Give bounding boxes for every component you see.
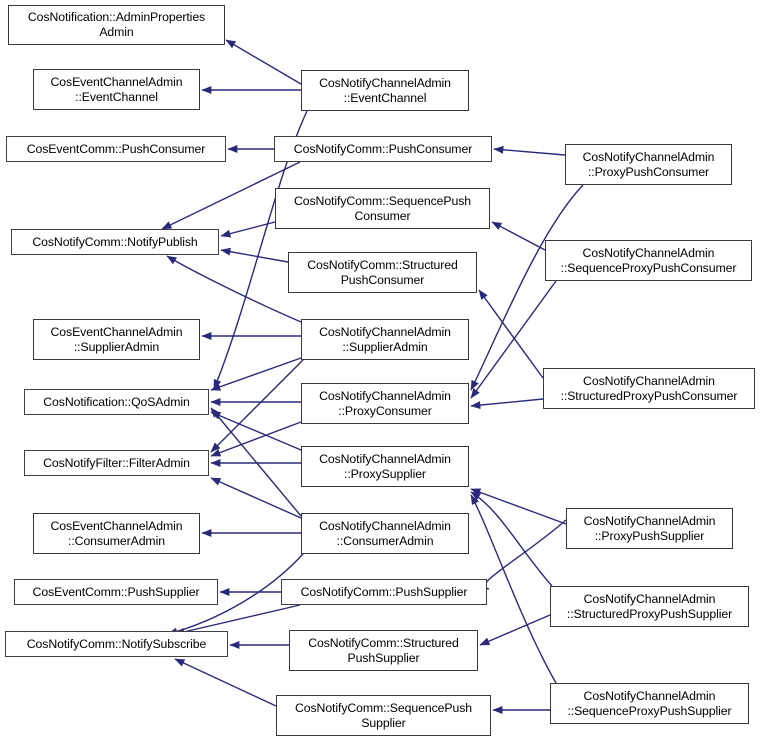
class-node-label: CosNotifyChannelAdmin ::EventChannel <box>319 75 451 105</box>
class-node-cna_structured_proxy_push_supplier[interactable]: CosNotifyChannelAdmin ::StructuredProxyP… <box>550 586 749 627</box>
class-node-cna_proxy_push_consumer[interactable]: CosNotifyChannelAdmin ::ProxyPushConsume… <box>565 144 732 185</box>
edge-cnc-structpushconsumer-to-notifypublish <box>220 247 289 263</box>
class-node-label: CosNotifyChannelAdmin ::StructuredProxyP… <box>566 591 733 621</box>
edge-cnc-seqpushsupplier-to-notifysubscribe <box>174 658 277 707</box>
edge-cna-structproxypushsupplier-to-cnc-structpushsupplier <box>479 614 551 646</box>
class-node-cnc_notify_publish[interactable]: CosNotifyComm::NotifyPublish <box>11 229 219 255</box>
class-node-cna_proxy_push_supplier[interactable]: CosNotifyChannelAdmin ::ProxyPushSupplie… <box>566 508 733 549</box>
class-node-label: CosNotifyComm::NotifySubscribe <box>26 636 207 651</box>
class-node-label: CosNotifyComm::Structured PushSupplier <box>308 635 459 665</box>
class-node-label: CosEventComm::PushSupplier <box>32 584 200 599</box>
class-node-cnc_sequence_push_supplier[interactable]: CosNotifyComm::SequencePush Supplier <box>276 695 491 736</box>
edge-cna-supplieradmin-to-filteradmin <box>210 359 304 453</box>
edge-cna-structproxypushconsumer-to-cna-proxyconsumer <box>470 398 544 410</box>
class-node-label: CosNotifyComm::NotifyPublish <box>32 234 198 249</box>
edge-cna-structproxypushsupplier-to-cna-proxysupplier <box>470 491 553 587</box>
edge-cna-supplieradmin-to-notifypublish <box>166 255 302 323</box>
class-node-cec_push_consumer[interactable]: CosEventComm::PushConsumer <box>6 136 226 162</box>
class-node-qos_admin[interactable]: CosNotification::QoSAdmin <box>24 389 209 415</box>
class-node-cnc_structured_push_supplier[interactable]: CosNotifyComm::Structured PushSupplier <box>289 630 478 671</box>
class-node-cnc_structured_push_consumer[interactable]: CosNotifyComm::Structured PushConsumer <box>288 252 477 293</box>
edge-cna-eventchannel-to-adminproperties <box>225 39 302 85</box>
class-node-admin_properties_admin[interactable]: CosNotification::AdminProperties Admin <box>8 5 225 45</box>
class-node-label: CosNotification::AdminProperties Admin <box>27 10 206 39</box>
class-node-cna_seq_proxy_push_consumer[interactable]: CosNotifyChannelAdmin ::SequenceProxyPus… <box>545 240 752 281</box>
edge-cna-structproxypushconsumer-to-cnc-structpushconsumer <box>478 289 544 379</box>
class-node-cea_supplier_admin[interactable]: CosEventChannelAdmin ::SupplierAdmin <box>33 319 200 360</box>
class-node-label: CosNotifyComm::PushSupplier <box>300 584 468 599</box>
class-node-cnc_sequence_push_consumer[interactable]: CosNotifyComm::SequencePush Consumer <box>275 188 490 229</box>
class-node-label: CosNotifyChannelAdmin ::SupplierAdmin <box>319 324 451 354</box>
class-node-label: CosNotifyComm::SequencePush Supplier <box>294 700 473 730</box>
class-node-filter_admin[interactable]: CosNotifyFilter::FilterAdmin <box>24 450 209 476</box>
edge-cna-consumeradmin-to-qosadmin <box>210 407 302 517</box>
edge-cna-proxyconsumer-to-filteradmin <box>210 421 302 457</box>
class-node-label: CosNotification::QoSAdmin <box>43 394 190 409</box>
class-node-cna_structured_proxy_push_consumer[interactable]: CosNotifyChannelAdmin ::StructuredProxyP… <box>543 368 755 409</box>
edge-cna-proxypushsupplier-to-cna-proxysupplier <box>470 488 567 525</box>
edge-cna-seqproxypushconsumer-to-cnc-seqpushconsumer <box>491 221 546 251</box>
class-node-label: CosNotifyChannelAdmin ::ProxySupplier <box>319 451 451 481</box>
class-node-label: CosNotifyComm::PushConsumer <box>293 141 473 156</box>
class-node-label: CosNotifyChannelAdmin ::ProxyPushSupplie… <box>583 513 716 543</box>
class-node-label: CosEventChannelAdmin ::SupplierAdmin <box>50 324 183 354</box>
class-node-label: CosNotifyChannelAdmin ::ProxyPushConsume… <box>582 149 715 179</box>
edge-cna-proxypushconsumer-to-cnc-pushconsumer <box>493 145 566 156</box>
class-node-cna_proxy_supplier[interactable]: CosNotifyChannelAdmin ::ProxySupplier <box>301 446 469 487</box>
class-node-label: CosEventComm::PushConsumer <box>26 141 206 156</box>
class-node-cna_consumer_admin[interactable]: CosNotifyChannelAdmin ::ConsumerAdmin <box>301 513 469 554</box>
edge-cna-proxysupplier-to-qosadmin <box>210 411 302 451</box>
class-node-cnc_push_supplier[interactable]: CosNotifyComm::PushSupplier <box>281 579 487 605</box>
edge-cnc-pushsupplier-to-notifysubscribe <box>174 604 301 636</box>
class-node-label: CosNotifyChannelAdmin ::ConsumerAdmin <box>319 518 451 548</box>
class-node-cna_supplier_admin[interactable]: CosNotifyChannelAdmin ::SupplierAdmin <box>301 319 469 360</box>
edge-cna-supplieradmin-to-qosadmin <box>210 357 302 391</box>
edge-cna-proxypushsupplier-to-cnc-pushsupplier <box>478 519 567 591</box>
class-node-cna_event_channel[interactable]: CosNotifyChannelAdmin ::EventChannel <box>301 70 469 111</box>
edge-cna-consumeradmin-to-filteradmin <box>210 477 302 519</box>
class-node-label: CosNotifyComm::Structured PushConsumer <box>307 257 458 287</box>
edge-cnc-seqpushconsumer-to-notifypublish <box>220 221 276 238</box>
class-node-label: CosNotifyChannelAdmin ::ProxyConsumer <box>319 388 451 418</box>
class-node-cea_event_channel[interactable]: CosEventChannelAdmin ::EventChannel <box>33 69 200 110</box>
class-node-cec_push_supplier[interactable]: CosEventComm::PushSupplier <box>14 579 218 605</box>
class-node-label: CosEventChannelAdmin ::ConsumerAdmin <box>50 518 183 548</box>
class-node-label: CosNotifyChannelAdmin ::SequenceProxyPus… <box>560 245 737 275</box>
class-node-cea_consumer_admin[interactable]: CosEventChannelAdmin ::ConsumerAdmin <box>33 513 200 554</box>
class-node-label: CosEventChannelAdmin ::EventChannel <box>50 74 183 104</box>
class-node-cna_seq_proxy_push_supplier[interactable]: CosNotifyChannelAdmin ::SequenceProxyPus… <box>550 683 749 724</box>
class-node-cnc_push_consumer[interactable]: CosNotifyComm::PushConsumer <box>274 136 492 162</box>
class-node-label: CosNotifyComm::SequencePush Consumer <box>293 193 472 223</box>
class-node-label: CosNotifyFilter::FilterAdmin <box>43 455 190 470</box>
class-node-label: CosNotifyChannelAdmin ::SequenceProxyPus… <box>567 688 732 718</box>
class-node-cnc_notify_subscribe[interactable]: CosNotifyComm::NotifySubscribe <box>5 631 228 657</box>
class-node-label: CosNotifyChannelAdmin ::StructuredProxyP… <box>560 373 738 403</box>
class-node-cna_proxy_consumer[interactable]: CosNotifyChannelAdmin ::ProxyConsumer <box>301 383 469 424</box>
